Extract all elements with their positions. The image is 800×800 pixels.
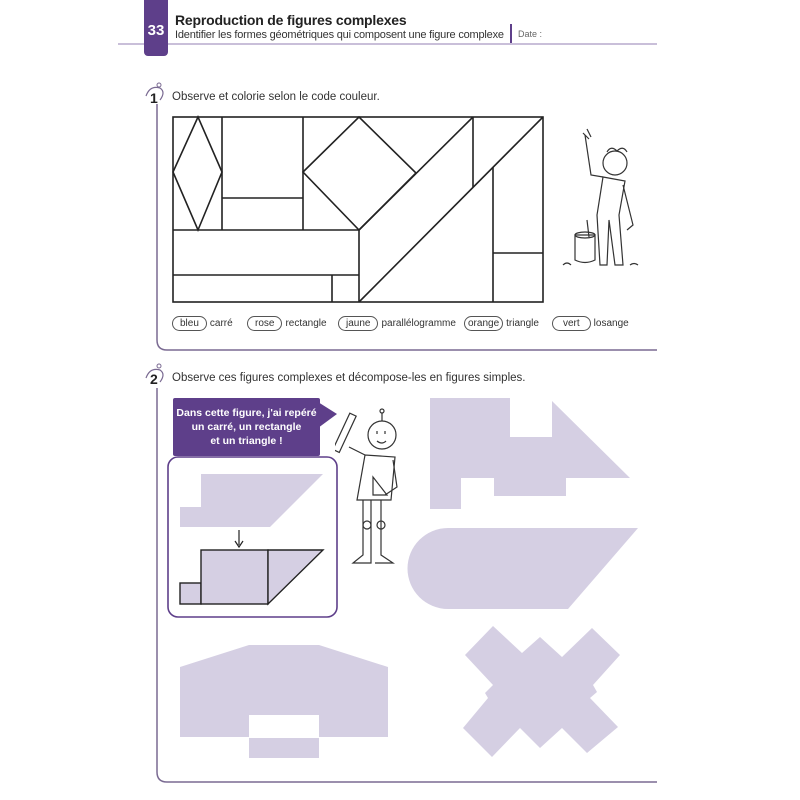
lesson-tab (144, 0, 168, 56)
speech-bubble: Dans cette figure, j'ai repéré un carré,… (173, 398, 320, 456)
example-decomposed (179, 549, 325, 606)
speech-line: un carré, un rectangle (191, 421, 302, 433)
complex-figure-b (407, 528, 638, 609)
lesson-number: 33 (147, 22, 165, 39)
shape-label: rectangle (285, 318, 327, 329)
speech-line: et un triangle ! (210, 435, 283, 447)
shape-label: carré (209, 318, 233, 329)
complex-figure-c (180, 645, 388, 737)
color-pill: orange (464, 316, 504, 331)
robot-with-ruler-icon (335, 408, 398, 564)
arrow-down-icon (234, 540, 244, 549)
date-label: Date : (518, 29, 543, 39)
shape-label: losange (593, 318, 629, 329)
exercise-1-instruction: Observe et colorie selon le code couleur… (172, 91, 380, 103)
exercise-2-number: 2 (150, 371, 158, 387)
legend-item-vert: vert losange (552, 316, 629, 331)
date-divider (510, 24, 512, 43)
legend-item-jaune: jaune parallélogramme (338, 316, 464, 331)
exercise-2-instruction: Observe ces figures complexes et décompo… (172, 372, 526, 384)
color-pill: bleu (172, 316, 207, 331)
page-title: Reproduction de figures complexes (175, 12, 407, 28)
example-complex-shape (180, 474, 323, 527)
page-subtitle: Identifier les formes géométriques qui c… (175, 29, 504, 41)
legend-item-bleu: bleu carré (172, 316, 247, 331)
color-pill: vert (552, 316, 591, 331)
shape-label: parallélogramme (381, 318, 456, 329)
complex-figure-a (430, 398, 630, 509)
shape-label: triangle (506, 318, 539, 329)
color-pill: jaune (338, 316, 379, 331)
color-pill: rose (247, 316, 283, 331)
exercise-1-number: 1 (150, 90, 158, 106)
speech-line: Dans cette figure, j'ai repéré (176, 407, 317, 419)
complex-figure-d (463, 626, 620, 757)
legend-item-orange: orange triangle (464, 316, 552, 331)
legend-item-rose: rose rectangle (247, 316, 338, 331)
header-rule (118, 43, 657, 45)
girl-painting-icon (562, 128, 639, 266)
color-code-legend: bleu carré rose rectangle jaune parallél… (172, 316, 629, 331)
